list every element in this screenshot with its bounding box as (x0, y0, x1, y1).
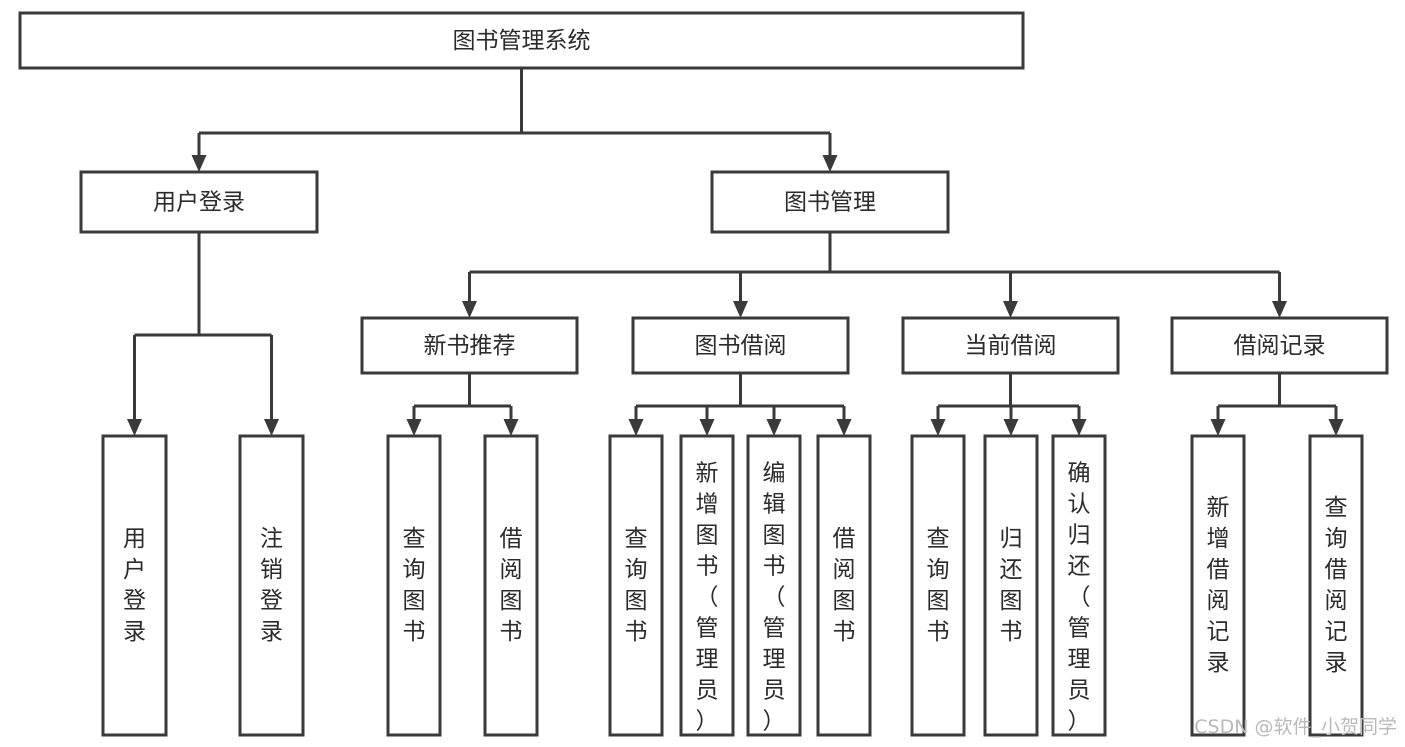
arrowhead-leaf-logout (264, 419, 279, 436)
node-borrow-record[interactable]: 借阅记录 (1170, 316, 1389, 375)
arrowhead-leaf-add-book (699, 419, 715, 436)
node-leaf-user-login[interactable]: 用户登录 (101, 434, 168, 737)
arrowhead-borrow-record (1272, 301, 1287, 318)
node-book-manage[interactable]: 图书管理 (710, 170, 950, 234)
node-box-root (18, 11, 1025, 70)
node-leaf-query-book-2[interactable]: 查询图书 (608, 434, 664, 737)
node-label-leaf-logout: 注销登录 (260, 526, 283, 645)
arrowhead-new-book-recommend (462, 301, 477, 318)
node-layer: 图书管理系统用户登录图书管理新书推荐图书借阅当前借阅借阅记录用户登录注销登录查询… (18, 11, 1389, 737)
arrowhead-leaf-user-login (127, 419, 142, 436)
node-leaf-return-book[interactable]: 归还图书 (983, 434, 1039, 737)
csdn-watermark: CSDN @软件_小贺同学 (1194, 716, 1397, 738)
arrowhead-leaf-confirm-return (1071, 419, 1087, 436)
node-leaf-query-record[interactable]: 查询借阅记录 (1308, 434, 1364, 737)
node-label-book-borrow: 图书借阅 (695, 333, 787, 359)
node-label-leaf-borrow-book-1: 借阅图书 (500, 526, 523, 645)
node-leaf-query-book-3[interactable]: 查询图书 (910, 434, 966, 737)
arrowhead-leaf-query-book-3 (930, 419, 946, 436)
node-label-root: 图书管理系统 (453, 28, 591, 54)
node-label-leaf-borrow-book-2: 借阅图书 (833, 526, 856, 645)
node-label-leaf-add-record: 新增借阅记录 (1207, 495, 1230, 676)
node-label-current-borrow: 当前借阅 (965, 333, 1057, 359)
node-box-leaf-logout (238, 434, 305, 737)
node-label-book-manage: 图书管理 (784, 190, 876, 216)
node-box-current-borrow (901, 316, 1120, 375)
node-box-leaf-add-book (679, 434, 735, 737)
node-box-leaf-edit-book (746, 434, 802, 737)
arrowhead-leaf-query-record (1328, 419, 1344, 436)
node-box-leaf-confirm-return (1051, 434, 1107, 737)
node-current-borrow[interactable]: 当前借阅 (901, 316, 1120, 375)
node-user-login[interactable]: 用户登录 (79, 170, 319, 234)
arrowhead-leaf-query-book-1 (406, 419, 422, 436)
node-label-leaf-edit-book: 编辑图书（管理员） (763, 460, 786, 734)
arrowhead-leaf-borrow-book-1 (503, 419, 519, 436)
node-label-leaf-user-login: 用户登录 (123, 526, 146, 645)
node-leaf-confirm-return[interactable]: 确认归还（管理员） (1051, 434, 1107, 737)
node-leaf-add-book[interactable]: 新增图书（管理员） (679, 434, 735, 737)
arrowhead-leaf-query-book-2 (628, 419, 644, 436)
node-box-leaf-user-login (101, 434, 168, 737)
node-label-leaf-query-book-2: 查询图书 (625, 526, 648, 645)
node-box-leaf-query-book-1 (386, 434, 442, 737)
node-label-leaf-confirm-return: 确认归还（管理员） (1068, 460, 1091, 734)
node-label-borrow-record: 借阅记录 (1234, 333, 1326, 359)
arrowhead-user-login (191, 155, 207, 172)
node-label-user-login: 用户登录 (153, 190, 245, 216)
node-box-user-login (79, 170, 319, 234)
node-box-leaf-add-record (1190, 434, 1246, 737)
node-box-new-book-recommend (360, 316, 579, 375)
arrowhead-leaf-borrow-book-2 (836, 419, 852, 436)
node-label-leaf-return-book: 归还图书 (1000, 526, 1023, 645)
arrowhead-leaf-return-book (1003, 419, 1019, 436)
arrowhead-book-manage (822, 155, 838, 172)
node-label-new-book-recommend: 新书推荐 (424, 333, 516, 359)
node-book-borrow[interactable]: 图书借阅 (631, 316, 850, 375)
arrowhead-leaf-add-record (1210, 419, 1226, 436)
node-label-leaf-add-book: 新增图书（管理员） (696, 460, 719, 734)
arrowhead-book-borrow (733, 301, 748, 318)
node-new-book-recommend[interactable]: 新书推荐 (360, 316, 579, 375)
connector-layer (127, 68, 1344, 436)
arrowhead-leaf-edit-book (766, 419, 782, 436)
node-leaf-edit-book[interactable]: 编辑图书（管理员） (746, 434, 802, 737)
node-box-book-borrow (631, 316, 850, 375)
node-label-leaf-query-book-3: 查询图书 (927, 526, 950, 645)
node-box-leaf-query-book-3 (910, 434, 966, 737)
node-leaf-add-record[interactable]: 新增借阅记录 (1190, 434, 1246, 737)
node-root[interactable]: 图书管理系统 (18, 11, 1025, 70)
node-leaf-logout[interactable]: 注销登录 (238, 434, 305, 737)
node-box-leaf-query-record (1308, 434, 1364, 737)
node-leaf-borrow-book-1[interactable]: 借阅图书 (483, 434, 539, 737)
arrowhead-current-borrow (1003, 301, 1018, 318)
node-leaf-borrow-book-2[interactable]: 借阅图书 (816, 434, 872, 737)
node-box-leaf-borrow-book-2 (816, 434, 872, 737)
node-box-leaf-query-book-2 (608, 434, 664, 737)
node-box-leaf-borrow-book-1 (483, 434, 539, 737)
node-label-leaf-query-record: 查询借阅记录 (1325, 495, 1348, 676)
node-box-book-manage (710, 170, 950, 234)
node-box-leaf-return-book (983, 434, 1039, 737)
node-box-borrow-record (1170, 316, 1389, 375)
node-leaf-query-book-1[interactable]: 查询图书 (386, 434, 442, 737)
node-label-leaf-query-book-1: 查询图书 (403, 526, 426, 645)
